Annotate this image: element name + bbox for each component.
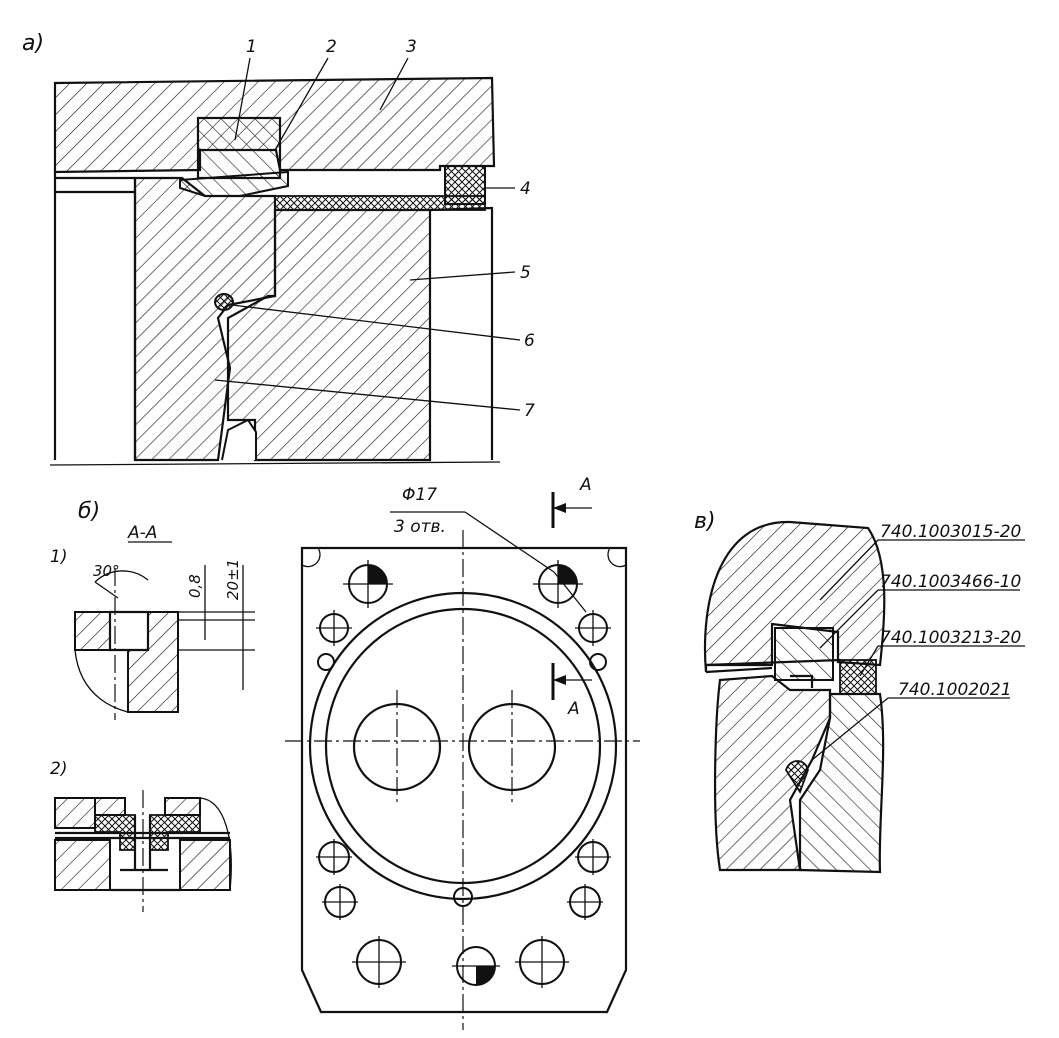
part-number-1: 740.1003015-20 (880, 522, 1021, 542)
angle-label: 30° (93, 562, 120, 580)
marked-hole-2 (558, 565, 577, 584)
callout-2: 2 (326, 37, 337, 57)
section-mark-a-top: А (551, 475, 592, 528)
hole-centerlines (316, 560, 611, 988)
callout-4: 4 (520, 179, 531, 199)
sub-1-label: 1) (50, 547, 67, 567)
callout-6: 6 (524, 331, 535, 351)
bore-wall (53, 172, 137, 460)
v-gas-joint-ring (774, 627, 834, 681)
gas-joint-ring-part-1 (196, 116, 282, 180)
v-gasket (839, 659, 877, 695)
section-mark-bottom: А (567, 699, 580, 719)
detail-2 (54, 790, 232, 912)
water-cavity (221, 418, 257, 461)
hole-dia-note: Φ17 (402, 485, 437, 505)
marked-hole-3 (476, 966, 495, 985)
detail-1: 30° 0,8 20±1 (74, 559, 255, 720)
part-number-4: 740.1002021 (898, 680, 1012, 700)
part-number-2: 740.1003466-10 (880, 572, 1021, 592)
panel-v-label: в) (694, 509, 716, 534)
leader-1 (819, 539, 879, 601)
callouts-a: 1 2 3 4 5 6 7 (214, 37, 535, 421)
combustion-ring-outer (308, 591, 618, 901)
dim-20: 20±1 (224, 559, 242, 600)
block-outer-wall (429, 206, 494, 460)
v-sealing-ring (785, 760, 809, 795)
section-aa-label: А-А (127, 523, 157, 543)
v-block (798, 692, 885, 874)
leader-2 (819, 589, 879, 649)
panel-b-label: б) (78, 499, 100, 524)
head-outline (300, 546, 628, 1014)
marked-hole-1 (368, 565, 387, 584)
part-number-3: 740.1003213-20 (880, 628, 1021, 648)
leader-4 (811, 697, 889, 761)
sub-2-label: 2) (50, 759, 67, 779)
callout-1: 1 (246, 37, 257, 57)
v-head (703, 520, 886, 673)
callout-5: 5 (520, 263, 531, 283)
combustion-ring-inner (324, 607, 602, 885)
section-mark-a-bottom: А (551, 663, 592, 719)
panel-v: в) 740.1003015-20 740.1003466-10 740.100… (694, 509, 1025, 874)
panel-a: a) 1 2 3 4 (22, 31, 535, 466)
hole-count-note: 3 отв. (394, 517, 446, 537)
section-mark-top: А (579, 475, 592, 495)
panel-b: б) А-А 1) 30° 0,8 20±1 2) (50, 499, 255, 912)
panel-a-label: a) (22, 31, 44, 56)
callout-7: 7 (524, 401, 535, 421)
callout-3: 3 (406, 37, 417, 57)
dim-0-8: 0,8 (186, 574, 204, 598)
leader-3 (859, 645, 879, 677)
break-line (49, 461, 501, 466)
cylinder-head-plan-view: Φ17 3 отв. А А (285, 475, 640, 1030)
sealing-ring-part-6 (214, 293, 234, 311)
gasket-strip (274, 195, 486, 211)
